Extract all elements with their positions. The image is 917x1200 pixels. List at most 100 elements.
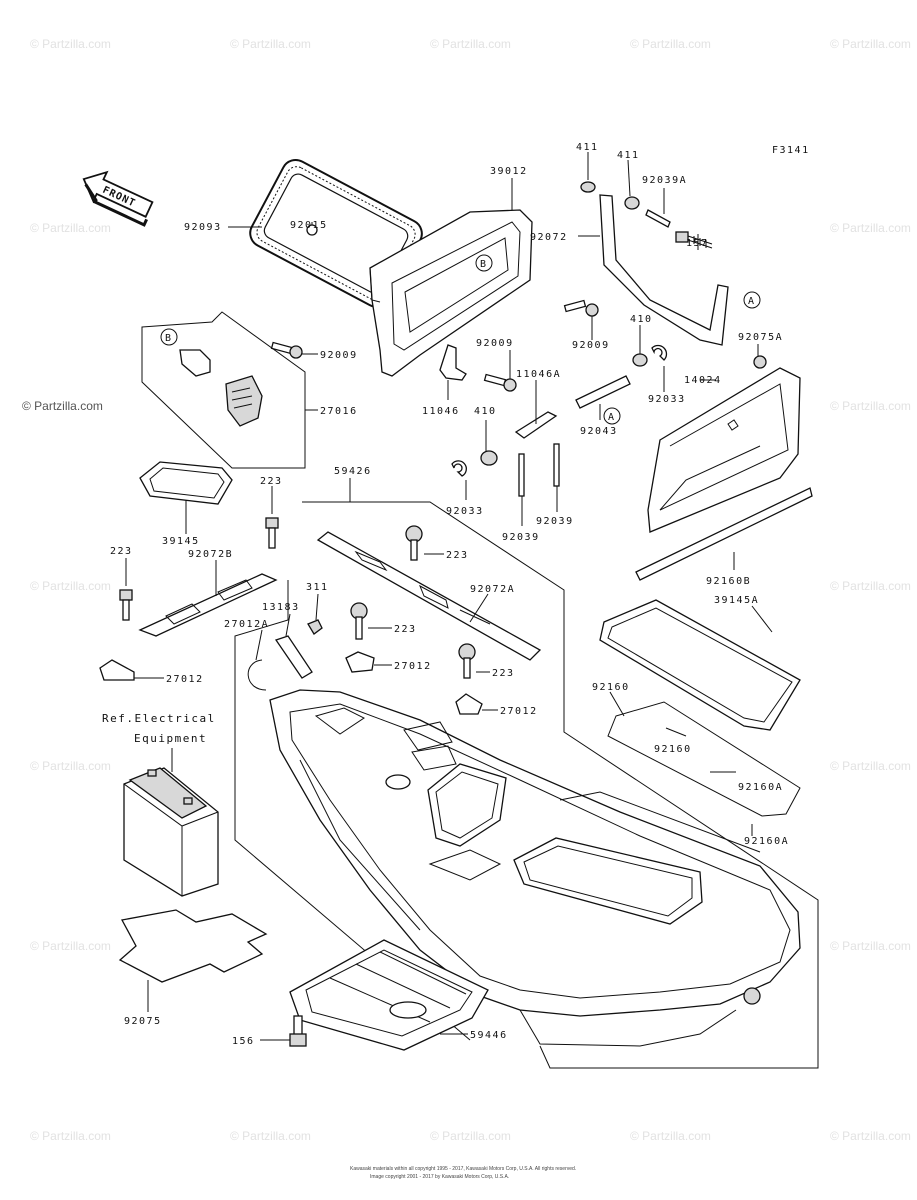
callout-b-lower: B [160,328,178,346]
part-label-410-lower: 410 [474,406,497,417]
watermark: © Partzilla.com [830,399,911,413]
part-label-27012-left: 27012 [166,674,204,685]
watermark: © Partzilla.com [830,939,911,953]
seal-strip-92160B [635,487,813,581]
bolt-223-e [458,643,476,679]
watermark: © Partzilla.com [430,37,511,51]
bolt-156 [289,1015,307,1047]
hatch-cover-39012 [369,209,533,377]
part-label-92093: 92093 [184,222,222,233]
callout-b-upper: B [475,254,493,272]
watermark: © Partzilla.com [830,37,911,51]
cap-92075A [753,355,767,369]
part-label-92072: 92072 [530,232,568,243]
footer-line-1: Kawasaki materials within all copyright … [350,1166,576,1172]
part-label-92160-left: 92160 [592,682,630,693]
pin-92039A [645,209,671,228]
clamp-27012-right [455,693,483,715]
part-label-92009-right: 92009 [572,340,610,351]
svg-text:B: B [480,259,488,270]
watermark: © Partzilla.com [230,1129,311,1143]
assembly-outline-27016 [141,311,306,469]
part-label-411-lower: 411 [617,150,640,161]
washer-411-upper [580,181,596,193]
part-label-92039-left: 92039 [502,532,540,543]
strap-92072A [316,531,542,661]
diagram-code: F3141 [772,145,810,156]
part-label-39145: 39145 [162,536,200,547]
watermark: © Partzilla.com [430,1129,511,1143]
part-label-92160A-lower: 92160A [744,836,789,847]
gasket-39145A [599,599,801,731]
strap-92072B [138,573,278,637]
watermark: © Partzilla.com [30,1129,111,1143]
part-label-92033-lower: 92033 [446,506,484,517]
leader-lines [125,152,819,1069]
part-label-92039A: 92039A [642,175,687,186]
clip-92033-lower [451,460,467,477]
footer-line-2: Image copyright 2001 - 2017 by Kawasaki … [370,1174,509,1180]
part-label-223-c: 223 [446,550,469,561]
part-label-14024: 14024 [684,375,722,386]
washer-411-lower [624,196,640,210]
part-label-27012-mid: 27012 [394,661,432,672]
part-label-92033-upper: 92033 [648,394,686,405]
part-label-59446: 59446 [470,1030,508,1041]
reference-note-line-2: Equipment [134,732,207,745]
clamp-27012A [247,659,267,691]
watermark: © Partzilla.com [830,579,911,593]
watermark: © Partzilla.com [30,221,111,235]
part-label-39012: 39012 [490,166,528,177]
bracket-11046 [439,344,467,381]
bolt-223-a [265,517,279,549]
part-label-27012A: 27012A [224,619,269,630]
svg-text:A: A [608,412,616,423]
bolt-157 [675,231,713,249]
part-label-223-e: 223 [492,668,515,679]
watermark: © Partzilla.com [630,37,711,51]
part-label-27012-right: 27012 [500,706,538,717]
part-label-92015: 92015 [290,220,328,231]
clamp-27012-left [99,659,135,681]
part-label-92160A-upper: 92160A [738,782,783,793]
part-label-92075A: 92075A [738,332,783,343]
part-label-92009-left: 92009 [320,350,358,361]
pin-92039-right [553,443,560,487]
callout-a-lower: A [603,407,621,425]
callout-a-upper: A [743,291,761,309]
pin-92039-left [518,453,525,497]
part-label-92072B: 92072B [188,549,233,560]
part-label-311: 311 [306,582,329,593]
clamp-11046A [514,411,558,439]
part-label-92160B: 92160B [706,576,751,587]
part-label-27016: 27016 [320,406,358,417]
lid-14024 [647,367,801,533]
watermark: © Partzilla.com [830,1129,911,1143]
mat-92075 [118,909,268,983]
clamp-27012-mid [345,651,375,673]
part-label-157: 157 [686,238,709,249]
washer-410-upper [632,353,648,367]
bolt-223-b [119,589,133,621]
gasket-39145 [139,461,233,505]
part-label-92039-right: 92039 [536,516,574,527]
front-arrow-icon: FRONT [82,170,154,227]
watermark: © Partzilla.com [830,221,911,235]
part-label-92075: 92075 [124,1016,162,1027]
reference-note-line-1: Ref.Electrical [102,712,216,725]
part-label-156: 156 [232,1036,255,1047]
nut-311 [307,619,323,635]
clip-92033-upper [651,344,668,361]
rod-92043 [575,375,631,409]
bolt-223-d [350,602,368,640]
watermark: © Partzilla.com [30,579,111,593]
part-label-92043: 92043 [580,426,618,437]
bolt-92009-upper [563,299,599,317]
watermark: © Partzilla.com [630,1129,711,1143]
part-label-11046A: 11046A [516,369,561,380]
battery-reference [123,767,219,897]
plate-13183 [274,635,313,679]
watermark: © Partzilla.com [30,37,111,51]
watermark-layer: © Partzilla.com © Partzilla.com © Partzi… [22,37,911,1143]
part-label-11046: 11046 [422,406,460,417]
